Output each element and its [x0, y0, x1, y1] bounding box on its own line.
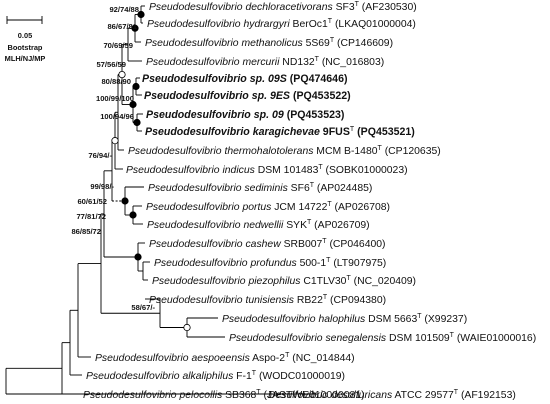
bootstrap-labels: 92/74/88 86/67/81 70/69/59 57/56/59 80/88/90… [71, 5, 155, 312]
taxon-label: Pseudodesulfovibrio dechloracetivorans S… [149, 1, 417, 13]
taxon-label: Pseudodesulfovibrio sp. 09S (PQ474646) [142, 73, 347, 85]
taxon-label: Pseudodesulfovibrio nedwellii SYKT (AP02… [147, 219, 370, 231]
bootstrap-value: 100/94/96 [100, 112, 134, 121]
bootstrap-value: 92/74/88 [109, 5, 139, 14]
taxon-label: Pseudodesulfovibrio piezophilus C1TLV30T… [152, 275, 416, 287]
bootstrap-value: 86/67/81 [107, 22, 137, 31]
node-filled [129, 100, 137, 109]
node-filled [131, 24, 139, 32]
node-open [183, 323, 191, 332]
node-filled [134, 253, 142, 261]
taxon-label: Pseudodesulfovibrio alkaliphilus F-1T (W… [86, 370, 345, 382]
node-filled [137, 10, 145, 19]
bootstrap-value: 70/69/59 [103, 41, 133, 50]
taxon-label: Pseudodesulfovibrio indicus DSM 101483T … [126, 164, 408, 176]
bootstrap-value: 60/61/52 [77, 197, 107, 206]
bootstrap-value: 80/88/90 [101, 77, 131, 86]
node-filled [133, 118, 141, 127]
taxon-label: Pseudodesulfovibrio methanolicus 5S69T (… [145, 37, 393, 49]
node-filled [121, 197, 129, 205]
taxon-label: Pseudodesulfovibrio profundus 500-1T (LT… [154, 257, 386, 269]
scale-label-methods: MLH/NJ/MP [5, 54, 46, 63]
scale-value: 0.05 [18, 31, 32, 40]
bootstrap-value: 76/94/- [88, 151, 112, 160]
taxon-label: Desulfovibrio desulfuricans ATCC 29577T … [268, 389, 516, 401]
bootstrap-value: 58/67/- [131, 303, 155, 312]
taxon-label: Pseudodesulfovibrio mercurii ND132T (NC_… [146, 56, 384, 68]
bootstrap-value: 77/81/72 [76, 212, 106, 221]
taxon-label: Pseudodesulfovibrio senegalensis DSM 101… [229, 332, 536, 344]
taxon-label: Pseudodesulfovibrio thermohalotolerans M… [128, 145, 441, 157]
bootstrap-value: 57/56/59 [96, 60, 126, 69]
node-open [111, 137, 119, 145]
scale-label-bootstrap: Bootstrap [8, 43, 43, 52]
node-filled [129, 211, 137, 219]
taxon-label: Pseudodesulfovibrio aespoeensis Aspo-2T … [95, 352, 355, 364]
taxon-label: Pseudodesulfovibrio karagichevae 9FUST (… [145, 126, 415, 138]
scale-bar: 0.05 Bootstrap MLH/NJ/MP [5, 16, 46, 63]
taxon-label: Pseudodesulfovibrio tunisiensis RB22T (C… [149, 294, 386, 306]
taxon-label: Pseudodesulfovibrio sp. 9ES (PQ453522) [144, 90, 351, 102]
taxon-label: Pseudodesulfovibrio halophilus DSM 5663T… [222, 313, 467, 325]
bootstrap-value: 86/85/72 [71, 227, 101, 236]
bootstrap-value: 100/99/100 [96, 94, 134, 103]
taxon-label: Pseudodesulfovibrio hydrargyri BerOc1T (… [147, 18, 416, 30]
bootstrap-value: 99/98/- [90, 182, 114, 191]
taxon-label: Pseudodesulfovibrio pelocollis SB368T (J… [83, 389, 365, 401]
node-open [118, 70, 126, 79]
taxon-labels: Pseudodesulfovibrio dechloracetivorans S… [83, 1, 536, 401]
taxon-label: Pseudodesulfovibrio portus JCM 14722T (A… [146, 201, 390, 213]
tree-nodes [111, 10, 191, 332]
node-filled [132, 82, 140, 91]
taxon-label: Pseudodesulfovibrio sp. 09 (PQ453523) [146, 109, 344, 121]
taxon-label: Pseudodesulfovibrio sediminis SF6T (AP02… [148, 182, 372, 194]
taxon-label: Pseudodesulfovibrio cashew SRB007T (CP04… [149, 238, 386, 250]
